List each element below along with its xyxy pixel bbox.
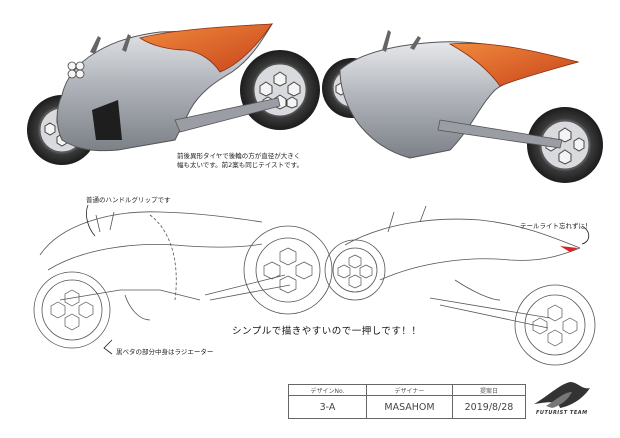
rear-wheel — [527, 107, 603, 183]
tire-note-line2: 幅も太いです。前2案も同じテイストです。 — [177, 161, 303, 169]
header-design-no: デザインNo. — [289, 385, 367, 396]
logo-text: FUTURIST TEAM — [536, 410, 588, 416]
line-sketch-right — [324, 205, 596, 366]
tail-light-mark — [560, 246, 578, 252]
title-block-table: デザインNo. デザイナー 提案日 3-A MASAHOM 2019/8/28 — [288, 384, 526, 419]
grip-note: 普通のハンドルグリップです — [86, 196, 171, 204]
rendered-bike-right — [322, 30, 603, 183]
slogan-text: シンプルで描きやすいので一押しです！！ — [232, 326, 422, 337]
value-designer: MASAHOM — [367, 396, 453, 418]
value-date: 2019/8/28 — [464, 401, 514, 413]
annotation-arrows — [86, 204, 590, 355]
header-date: 提案日 — [453, 385, 525, 396]
rear-wheel — [240, 50, 320, 130]
tire-note-line1: 前後異形タイヤで後輪の方が直径が大きく — [177, 152, 301, 160]
rendered-bike-left — [27, 23, 320, 165]
tail-light-note: テールライト忘れずに！ — [520, 222, 592, 230]
tire-note: 前後異形タイヤで後輪の方が直径が大きく 幅も太いです。前2案も同じテイストです。 — [177, 152, 303, 170]
value-design-no: 3-A — [289, 396, 367, 418]
radiator-note: 黒ベタの部分中身はラジエーター — [116, 348, 214, 356]
line-sketch-left — [33, 211, 333, 349]
futurist-team-logo — [534, 382, 590, 408]
header-designer: デザイナー — [367, 385, 453, 396]
